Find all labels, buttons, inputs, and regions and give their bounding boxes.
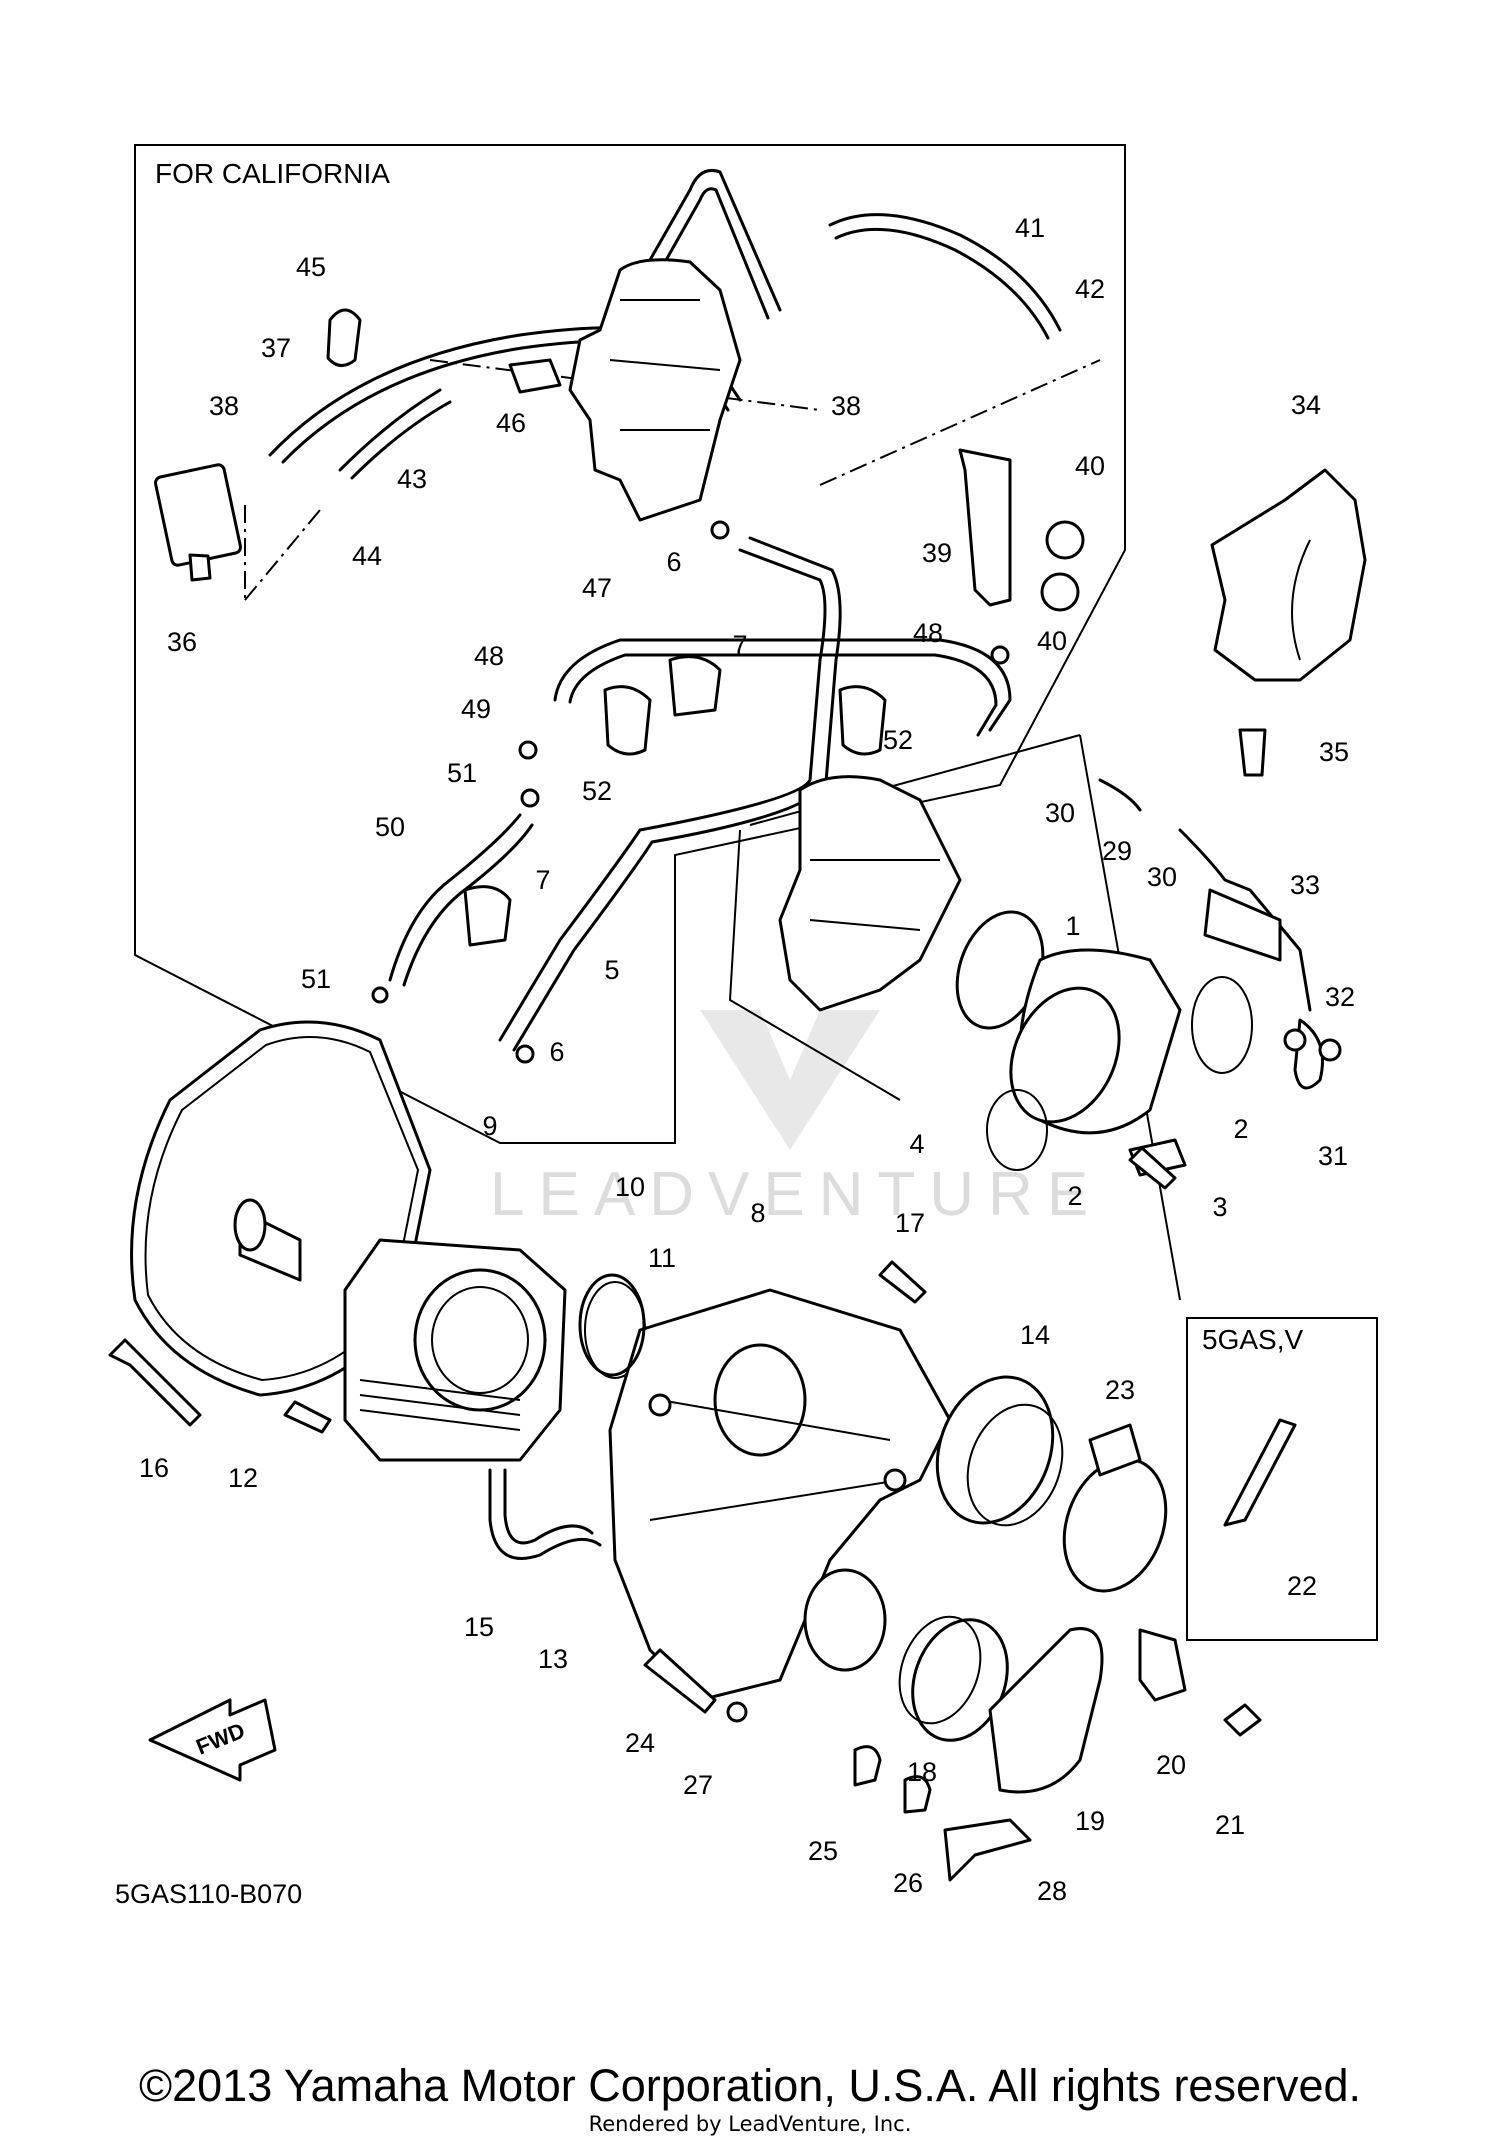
- callout-c52b: 52: [883, 725, 913, 755]
- callout-c46: 46: [496, 408, 526, 438]
- callout-c30a: 30: [1045, 798, 1075, 828]
- variant-box-title: 5GAS,V: [1202, 1324, 1303, 1355]
- callout-c25: 25: [808, 1836, 838, 1866]
- o-ring: [578, 1273, 646, 1377]
- air-cleaner-case: [608, 1288, 952, 1702]
- watermark-text: LEADVENTURE: [490, 1160, 1102, 1229]
- fwd-arrow: FWD: [148, 1698, 277, 1782]
- callout-c40a: 40: [1075, 451, 1105, 481]
- callout-c13: 13: [538, 1644, 568, 1674]
- callout-c30b: 30: [1147, 862, 1177, 892]
- diagram-code: 5GAS110-B070: [115, 1879, 302, 1909]
- callout-c35: 35: [1319, 737, 1349, 767]
- tube: [1223, 1418, 1297, 1527]
- callout-c37: 37: [261, 333, 291, 363]
- callout-c6b: 6: [549, 1037, 564, 1067]
- copyright-notice: ©2013 Yamaha Motor Corporation, U.S.A. A…: [138, 2060, 1362, 2111]
- callout-c36: 36: [167, 627, 197, 657]
- callout-c2a: 2: [1233, 1114, 1248, 1144]
- callout-c12: 12: [228, 1463, 258, 1493]
- callout-c8: 8: [750, 1198, 765, 1228]
- callout-c49: 49: [461, 694, 491, 724]
- joint-lower-and-cover: [898, 1615, 1187, 1794]
- callout-c14: 14: [1020, 1320, 1050, 1350]
- callout-c50: 50: [375, 812, 405, 842]
- callout-c43: 43: [397, 464, 427, 494]
- watermark: LEADVENTURE: [490, 1010, 1102, 1229]
- callout-c11: 11: [648, 1243, 676, 1273]
- callout-c16: 16: [139, 1453, 169, 1483]
- callout-c45: 45: [296, 252, 326, 282]
- callout-c2b: 2: [1067, 1181, 1082, 1211]
- callout-c31: 31: [1318, 1141, 1348, 1171]
- callout-c19: 19: [1075, 1806, 1105, 1836]
- callout-c3: 3: [1212, 1192, 1227, 1222]
- callout-c22: 22: [1287, 1571, 1317, 1601]
- callout-c32: 32: [1325, 982, 1355, 1012]
- callout-c38b: 38: [831, 391, 861, 421]
- callout-c18: 18: [907, 1757, 937, 1787]
- callout-c52a: 52: [582, 776, 612, 806]
- callout-c42: 42: [1075, 274, 1105, 304]
- callout-c17: 17: [895, 1208, 925, 1238]
- california-enclosure: [134, 144, 1126, 1144]
- callout-c44: 44: [352, 541, 382, 571]
- callout-c51b: 51: [301, 964, 331, 994]
- callout-c6a: 6: [666, 547, 681, 577]
- callout-c20: 20: [1156, 1750, 1186, 1780]
- callout-c10: 10: [615, 1172, 645, 1202]
- air-filter-element: [343, 1238, 646, 1462]
- callout-c7b: 7: [535, 865, 550, 895]
- callout-c33: 33: [1290, 870, 1320, 900]
- callout-c15: 15: [464, 1612, 494, 1642]
- callout-c39: 39: [922, 538, 952, 568]
- callout-c28: 28: [1037, 1876, 1067, 1906]
- callout-c41: 41: [1015, 213, 1045, 243]
- rendered-by-notice: Rendered by LeadVenture, Inc.: [588, 2112, 912, 2136]
- callout-c29: 29: [1102, 836, 1132, 866]
- callout-c47: 47: [582, 573, 612, 603]
- callout-c48b: 48: [913, 618, 943, 648]
- california-box-title: FOR CALIFORNIA: [155, 158, 390, 189]
- callout-c23: 23: [1105, 1375, 1135, 1405]
- callout-c4: 4: [909, 1129, 924, 1159]
- callout-c24: 24: [625, 1728, 655, 1758]
- callout-c26: 26: [893, 1868, 923, 1898]
- callout-c34: 34: [1291, 390, 1321, 420]
- callout-c1: 1: [1065, 911, 1080, 941]
- side-cover: [1210, 468, 1367, 682]
- callout-c9: 9: [482, 1111, 497, 1141]
- callout-c40b: 40: [1037, 626, 1067, 656]
- callout-c7a: 7: [732, 630, 747, 660]
- carb-joint-group: [728, 734, 1342, 1301]
- callout-c27: 27: [683, 1770, 713, 1800]
- callout-c51a: 51: [447, 758, 477, 788]
- callout-c38a: 38: [209, 391, 239, 421]
- california-hoses: [154, 169, 1101, 1064]
- callout-c5: 5: [604, 955, 619, 985]
- variant-enclosure: [1186, 1317, 1378, 1641]
- callout-c48a: 48: [474, 641, 504, 671]
- callout-c21: 21: [1215, 1810, 1245, 1840]
- fasteners: [108, 1146, 1262, 1882]
- joint-and-clamp: [935, 1375, 1168, 1593]
